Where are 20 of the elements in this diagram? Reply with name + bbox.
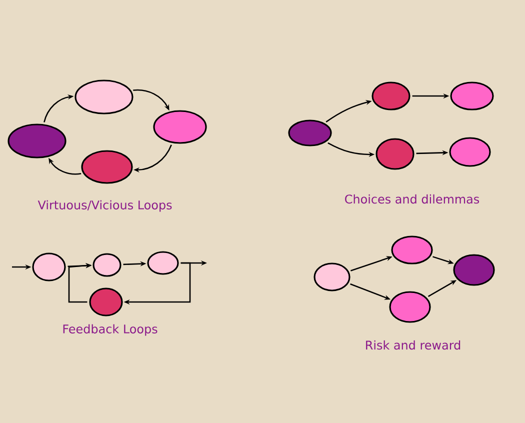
ellipse-node xyxy=(92,253,122,277)
ellipse-node xyxy=(147,251,179,275)
ellipse-node xyxy=(153,110,207,144)
ellipse-node xyxy=(389,291,431,323)
caption: Virtuous/Vicious Loops xyxy=(38,200,172,212)
ellipse-node xyxy=(288,120,332,146)
ellipse-node xyxy=(391,236,433,264)
ellipse-node xyxy=(372,82,410,110)
caption: Choices and dilemmas xyxy=(345,194,480,204)
caption: Risk and reward xyxy=(366,340,460,350)
ellipse-node xyxy=(450,82,494,110)
ellipse-node xyxy=(314,262,350,292)
ellipse-node xyxy=(81,150,133,184)
ellipse-node xyxy=(449,137,491,167)
ellipse-node xyxy=(376,138,414,170)
ellipse-node xyxy=(8,124,66,158)
ellipse-node xyxy=(89,288,123,316)
ellipse-node xyxy=(74,80,134,114)
ellipse-node xyxy=(32,252,66,282)
ellipse-node xyxy=(453,254,495,286)
